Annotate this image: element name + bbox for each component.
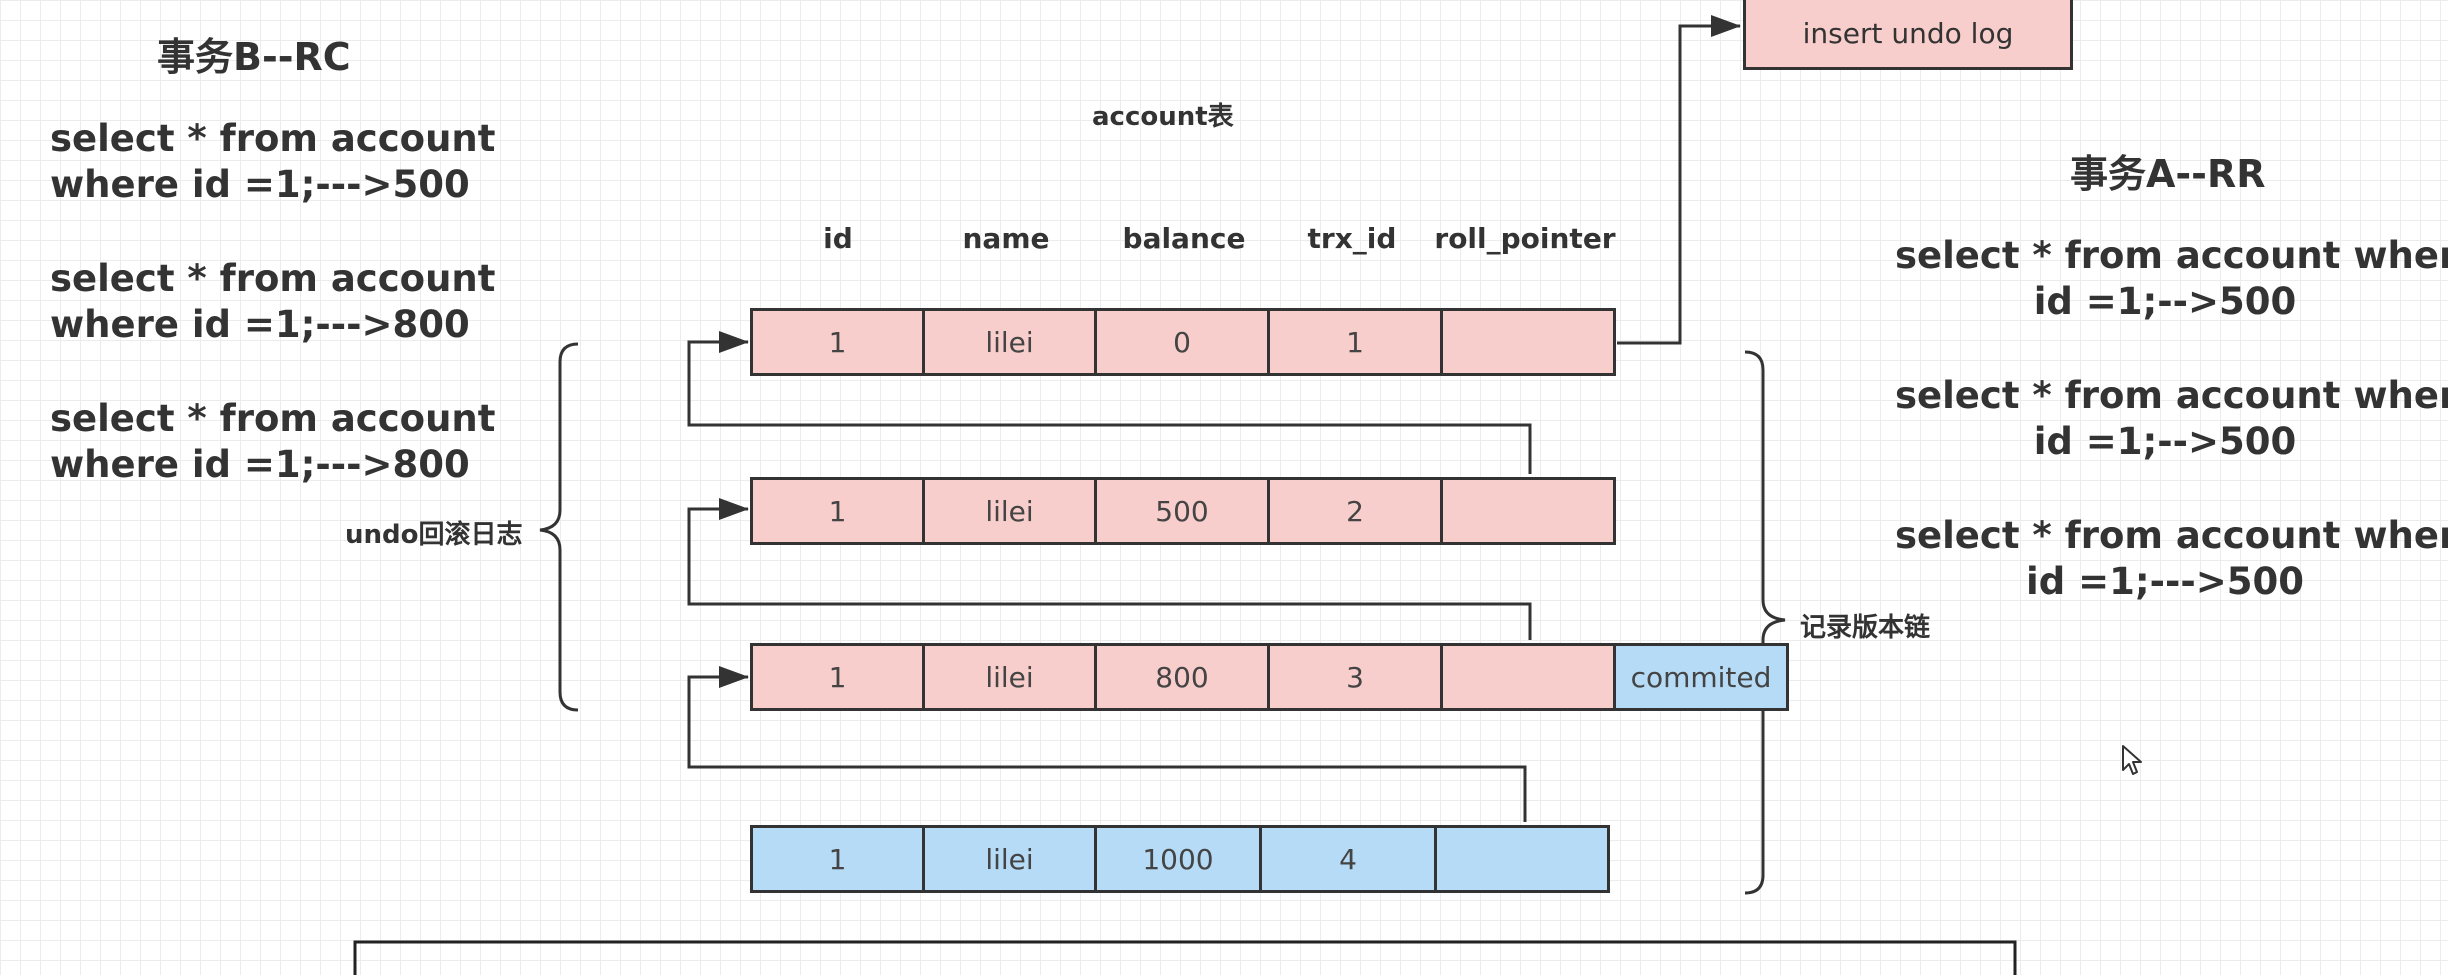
left-query-2: select * from account where id =1;--->80… <box>50 256 496 348</box>
cell-balance: 1000 <box>1094 825 1262 893</box>
right-panel-title: 事务A--RR <box>2070 152 2266 196</box>
right-query-1-line2: id =1;-->500 <box>2033 280 2297 323</box>
column-header-trx-id: trx_id <box>1307 222 1397 255</box>
rollback-arrow-row2-to-row1 <box>687 331 1532 474</box>
cell-trx-id: 4 <box>1259 825 1437 893</box>
table-row: 1 lilei 500 2 <box>750 477 1616 545</box>
right-query-1-line1: select * from account where <box>1895 234 2448 277</box>
column-header-name: name <box>962 222 1050 255</box>
version-chain-label: 记录版本链 <box>1800 613 1931 643</box>
column-header-roll-pointer: roll_pointer <box>1434 222 1616 255</box>
left-query-3-line2: where id =1;--->800 <box>50 443 470 486</box>
cell-balance: 800 <box>1094 643 1270 711</box>
right-query-3-line2: id =1;--->500 <box>2026 560 2304 603</box>
right-query-3-line1: select * from account where <box>1895 514 2448 557</box>
right-query-2-line1: select * from account where <box>1895 374 2448 417</box>
cell-balance: 500 <box>1094 477 1270 545</box>
bottom-box-outline <box>353 940 2017 975</box>
undo-log-label: undo回滚日志 <box>345 520 523 550</box>
insert-undo-log-box: insert undo log <box>1743 0 2073 70</box>
left-query-3-line1: select * from account <box>50 397 496 440</box>
cell-balance: 0 <box>1094 308 1270 376</box>
right-query-2: select * from account where id =1;-->500 <box>1895 373 2448 465</box>
right-query-3: select * from account where id =1;--->50… <box>1895 513 2448 605</box>
cell-roll-pointer <box>1434 825 1610 893</box>
left-query-1-line2: where id =1;--->500 <box>50 163 470 206</box>
committed-status: commited <box>1613 643 1789 711</box>
left-query-1-line1: select * from account <box>50 117 496 160</box>
mouse-cursor-icon <box>2122 745 2142 775</box>
cell-roll-pointer <box>1440 643 1616 711</box>
right-query-1: select * from account where id =1;-->500 <box>1895 233 2448 325</box>
table-row: 1 lilei 1000 4 <box>750 825 1610 893</box>
cell-name: lilei <box>922 308 1097 376</box>
column-header-balance: balance <box>1122 222 1246 255</box>
left-query-2-line1: select * from account <box>50 257 496 300</box>
rollback-arrow-row4-to-row3 <box>687 666 1527 822</box>
left-query-3: select * from account where id =1;--->80… <box>50 396 496 488</box>
right-query-2-line2: id =1;-->500 <box>2033 420 2297 463</box>
cell-trx-id: 3 <box>1267 643 1443 711</box>
cell-id: 1 <box>750 643 925 711</box>
cell-id: 1 <box>750 308 925 376</box>
cell-roll-pointer <box>1440 308 1616 376</box>
cell-name: lilei <box>922 643 1097 711</box>
table-row: 1 lilei 800 3 commited <box>750 643 1789 711</box>
table-title: account表 <box>1092 102 1234 132</box>
left-query-1: select * from account where id =1;--->50… <box>50 116 496 208</box>
cell-name: lilei <box>922 825 1097 893</box>
cell-id: 1 <box>750 477 925 545</box>
version-chain-brace <box>1744 350 1786 895</box>
cell-roll-pointer <box>1440 477 1616 545</box>
left-panel-title: 事务B--RC <box>157 35 351 79</box>
cell-trx-id: 1 <box>1267 308 1443 376</box>
left-query-2-line2: where id =1;--->800 <box>50 303 470 346</box>
cell-trx-id: 2 <box>1267 477 1443 545</box>
rollback-arrow-row3-to-row2 <box>687 498 1532 640</box>
column-header-id: id <box>823 222 853 255</box>
cell-name: lilei <box>922 477 1097 545</box>
undo-brace <box>539 342 579 712</box>
table-row: 1 lilei 0 1 <box>750 308 1616 376</box>
cell-id: 1 <box>750 825 925 893</box>
insert-undo-arrow <box>1617 15 1741 345</box>
